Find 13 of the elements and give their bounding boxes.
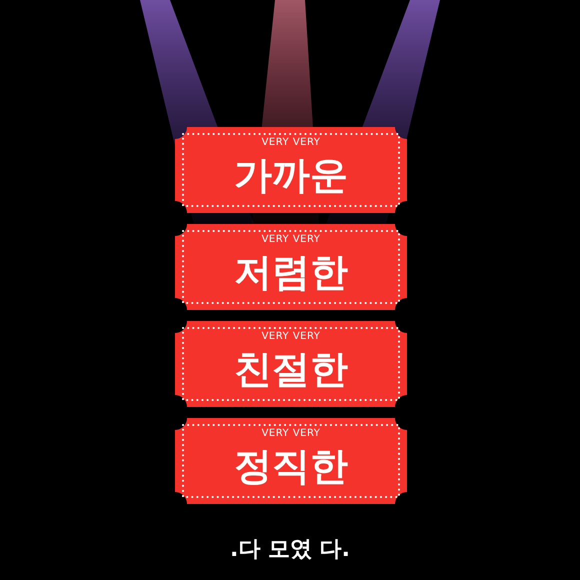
ticket-title: 저렴한	[233, 250, 349, 294]
ticket	[175, 418, 407, 504]
ticket-title: 가까운	[233, 153, 349, 197]
tagline: .다 모였 다.	[228, 536, 352, 564]
ticket-subtitle: VERY VERY	[260, 137, 322, 148]
ticket	[175, 127, 407, 213]
ticket-subtitle: VERY VERY	[260, 428, 322, 439]
ticket	[175, 224, 407, 310]
ticket-subtitle: VERY VERY	[260, 234, 322, 245]
ticket-title: 친절한	[233, 347, 349, 391]
ticket-subtitle: VERY VERY	[260, 331, 322, 342]
ticket-title: 정직한	[233, 444, 349, 488]
ticket	[175, 321, 407, 407]
